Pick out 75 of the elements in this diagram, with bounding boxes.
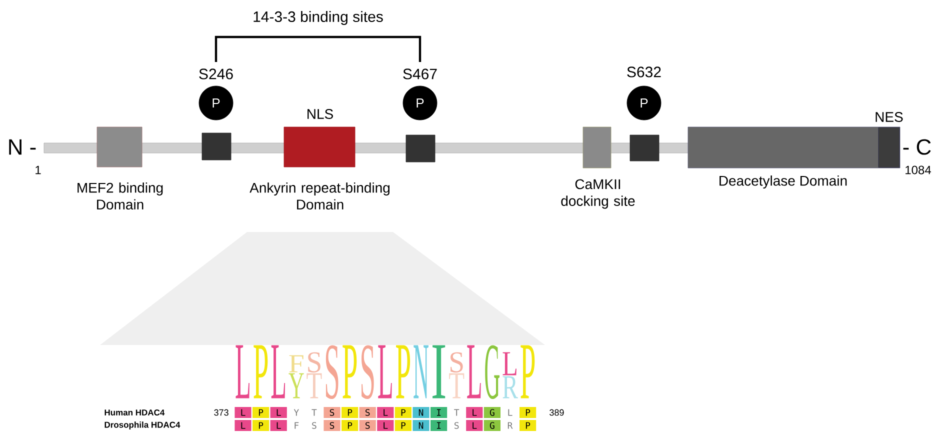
residue-cell: L xyxy=(270,420,287,431)
conservation-letter: N xyxy=(414,345,428,398)
residue-cell: S xyxy=(324,407,340,418)
conservation-letter: P xyxy=(342,345,357,398)
residue-cell: L xyxy=(234,407,252,418)
conservation-letter: I xyxy=(432,345,446,398)
residue-cell: G xyxy=(484,420,500,431)
conservation-letter: G xyxy=(485,345,500,399)
residue-cell: S xyxy=(359,420,376,431)
site-label: S632 xyxy=(627,66,661,78)
conservation-letter: S xyxy=(308,352,320,372)
site-box xyxy=(630,134,660,162)
residue-cell: P xyxy=(252,407,270,418)
residue-number: 1084 xyxy=(906,166,931,174)
residue-cell: Y xyxy=(294,409,299,416)
conservation-letter: S xyxy=(450,352,463,372)
conservation-letter: P xyxy=(520,345,535,398)
site-box xyxy=(202,132,232,160)
terminus-label: N - xyxy=(9,139,36,155)
sequence-name: Human HDAC4 xyxy=(104,410,165,416)
residue-cell: N xyxy=(412,407,430,418)
residue-cell: P xyxy=(520,420,536,431)
residue-cell: S xyxy=(359,407,376,418)
conservation-letter: L xyxy=(236,345,250,398)
residue-cell: N xyxy=(412,420,430,431)
residue-number: 389 xyxy=(550,409,564,416)
residue-cell: L xyxy=(466,420,483,431)
conservation-letter: F xyxy=(289,355,304,372)
residue-cell: L xyxy=(234,420,252,431)
conservation-letter: T xyxy=(306,373,322,398)
residue-cell: L xyxy=(377,420,394,431)
conservation-letter: Y xyxy=(288,373,304,398)
residue-cell: L xyxy=(270,407,287,418)
residue-cell: P xyxy=(520,407,536,418)
residue-cell: P xyxy=(342,420,358,431)
residue-cell: P xyxy=(394,407,412,418)
residue-cell: S xyxy=(312,422,316,429)
domain-label: NLS xyxy=(308,109,333,119)
residue-cell: T xyxy=(454,409,460,416)
conservation-letter: S xyxy=(362,345,374,399)
residue-cell: S xyxy=(324,420,340,431)
residue-cell: I xyxy=(430,420,448,431)
conservation-letter: P xyxy=(396,345,410,398)
domain-label: Deacetylase Domain xyxy=(720,175,847,189)
residue-cell: S xyxy=(454,422,459,429)
site-label: S246 xyxy=(199,68,233,80)
domain-label: MEF2 binding Domain xyxy=(78,182,163,210)
residue-cell: T xyxy=(312,409,317,416)
conservation-letter: L xyxy=(502,352,516,376)
residue-number: 373 xyxy=(214,409,228,416)
conservation-letter: L xyxy=(271,345,286,398)
bracket-label: 14-3-3 binding sites xyxy=(254,11,383,25)
domain-label: CaMKII docking site xyxy=(561,179,635,209)
conservation-letter: T xyxy=(449,373,464,398)
conservation-letter: S xyxy=(326,345,338,399)
domain-label: NES xyxy=(876,112,903,122)
residue-cell: G xyxy=(484,407,500,418)
conservation-letter: P xyxy=(254,345,268,398)
site-box xyxy=(406,134,436,162)
domain-label: Ankyrin repeat-binding Domain xyxy=(250,182,390,210)
site-label: S467 xyxy=(403,68,437,80)
residue-cell: L xyxy=(466,407,483,418)
conservation-letter: L xyxy=(467,345,481,398)
residue-cell: L xyxy=(508,409,512,416)
conservation-letter: L xyxy=(378,345,392,398)
sequence-name: Drosophila HDAC4 xyxy=(104,422,180,430)
residue-cell: R xyxy=(508,422,513,429)
residue-number: 1 xyxy=(36,166,41,174)
residue-cell: L xyxy=(377,407,394,418)
residue-cell: P xyxy=(252,420,270,431)
conservation-letter: R xyxy=(502,376,518,398)
residue-cell: F xyxy=(294,422,299,429)
residue-cell: I xyxy=(430,407,448,418)
residue-cell: P xyxy=(342,407,358,418)
residue-cell: P xyxy=(394,420,412,431)
